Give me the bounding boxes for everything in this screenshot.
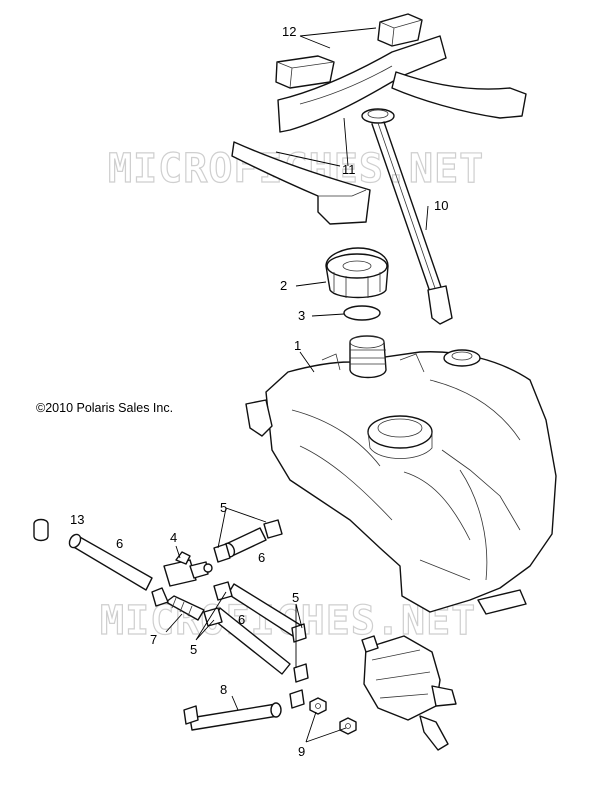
fuel-sender-part-10 [361,108,453,325]
clip-part-13 [33,518,49,542]
fuel-tank-part-1 [245,335,557,615]
nuts-part-9 [309,697,357,735]
valve-part-4 [163,551,213,587]
callout-5-right: 5 [292,590,299,605]
callout-9: 9 [298,744,305,759]
o-ring-part-3 [343,305,381,321]
callout-6-middle: 6 [238,612,245,627]
callout-3: 3 [298,308,305,323]
callout-1: 1 [294,338,301,353]
callout-5-lower: 5 [190,642,197,657]
callout-6-upper-left: 6 [116,536,123,551]
fuel-cap-part-2 [325,247,389,299]
callout-8: 8 [220,682,227,697]
callout-12: 12 [282,24,296,39]
callout-4: 4 [170,530,177,545]
clamps-part-5 [151,519,309,725]
callout-2: 2 [280,278,287,293]
callouts: 12 11 10 2 3 1 13 6 4 5 6 5 6 7 5 8 9 [70,24,448,759]
callout-5-upper: 5 [220,500,227,515]
seat-pad-assembly [231,13,527,225]
hoses [68,527,303,731]
callout-13: 13 [70,512,84,527]
callout-10: 10 [434,198,448,213]
callout-11: 11 [342,162,356,177]
callout-7: 7 [150,632,157,647]
leader-lines [165,27,429,743]
copyright-notice: ©2010 Polaris Sales Inc. [36,401,173,415]
callout-6-upper-right: 6 [258,550,265,565]
fuel-pump-module [361,635,457,751]
